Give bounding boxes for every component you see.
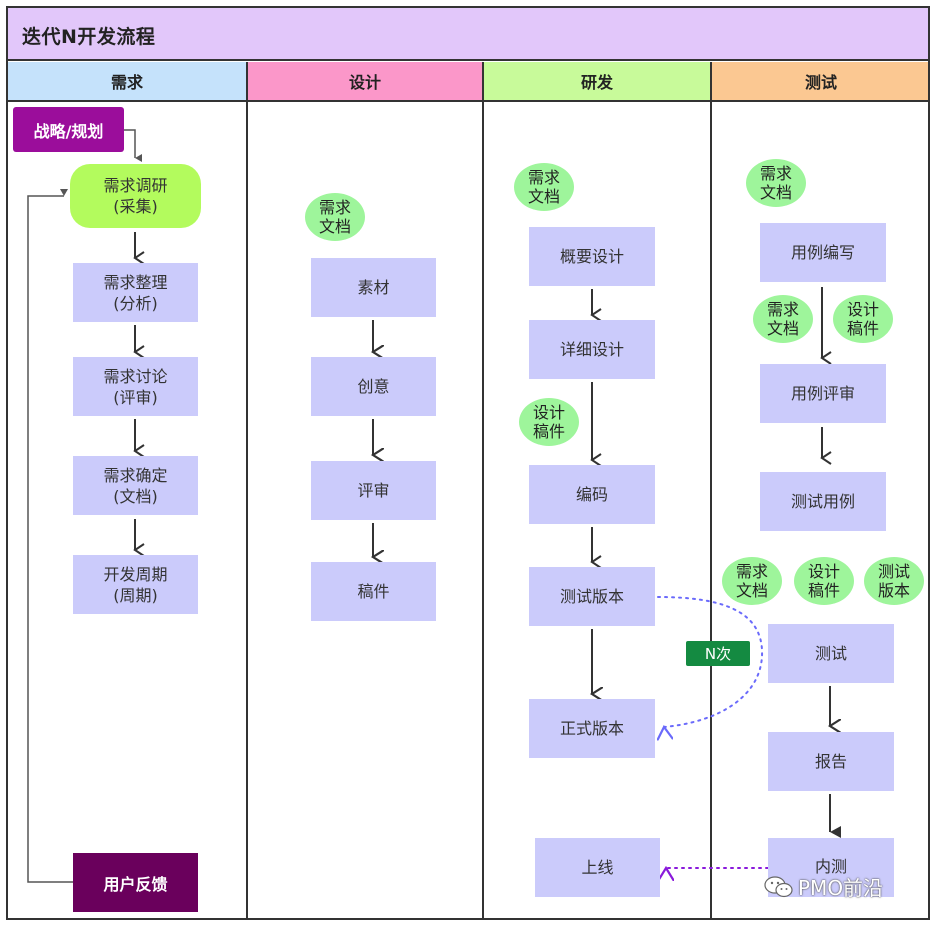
development-cycle-node: 开发周期 (周期) [73, 555, 198, 614]
strategy-planning-node: 战略/规划 [13, 107, 124, 152]
title-bar: 迭代N开发流程 [8, 8, 928, 61]
outline-design-node: 概要设计 [529, 227, 655, 286]
case-review-node: 用例评审 [760, 364, 886, 423]
go-live-node: 上线 [535, 838, 660, 897]
test-draft-bubble: 设计 稿件 [833, 295, 893, 343]
coding-node: 编码 [529, 465, 655, 524]
diagram-title: 迭代N开发流程 [22, 26, 156, 48]
test-doc-bubble-2: 需求 文档 [722, 557, 782, 605]
release-version-node: 正式版本 [529, 699, 655, 758]
test-version-node: 测试版本 [529, 567, 655, 626]
test-doc-bubble: 需求 文档 [753, 295, 813, 343]
design-material-node: 素材 [311, 258, 436, 317]
arrow-iteration-loop [658, 596, 764, 727]
design-idea-node: 创意 [311, 357, 436, 416]
dev-design-draft-bubble: 设计 稿件 [519, 398, 579, 446]
test-cases-node: 测试用例 [760, 472, 886, 531]
watermark-text: PMO前沿 [798, 876, 884, 900]
design-review-node: 评审 [311, 461, 436, 520]
arrow-feedback-loop [27, 189, 73, 883]
testing-node: 测试 [768, 624, 894, 683]
report-node: 报告 [768, 732, 894, 791]
lane-header-requirements: 需求 [8, 62, 248, 102]
dev-input-doc-bubble: 需求 文档 [514, 163, 574, 211]
test-draft-bubble-2: 设计 稿件 [794, 557, 854, 605]
requirement-analyze-node: 需求整理 (分析) [73, 263, 198, 322]
lane-divider [246, 62, 248, 920]
wechat-icon [764, 875, 793, 897]
requirement-review-node: 需求讨论 (评审) [73, 357, 198, 416]
lane-divider [482, 62, 484, 920]
case-writing-node: 用例编写 [760, 223, 886, 282]
design-input-doc-bubble: 需求 文档 [305, 193, 365, 241]
detail-design-node: 详细设计 [529, 320, 655, 379]
user-feedback-node: 用户反馈 [73, 853, 198, 912]
test-version-bubble: 测试 版本 [864, 557, 924, 605]
iteration-count-badge: N次 [686, 641, 750, 666]
lane-header-development: 研发 [484, 62, 712, 102]
requirement-collect-node: 需求调研 (采集) [70, 164, 201, 228]
requirement-confirm-node: 需求确定 (文档) [73, 456, 198, 515]
design-draft-node: 稿件 [311, 562, 436, 621]
test-input-doc-bubble: 需求 文档 [746, 159, 806, 207]
watermark: PMO前沿 [764, 872, 883, 901]
lane-divider [710, 62, 712, 920]
lane-header-testing: 测试 [712, 62, 930, 102]
diagram-frame [6, 6, 930, 920]
arrow-strategy-collect [124, 129, 142, 162]
